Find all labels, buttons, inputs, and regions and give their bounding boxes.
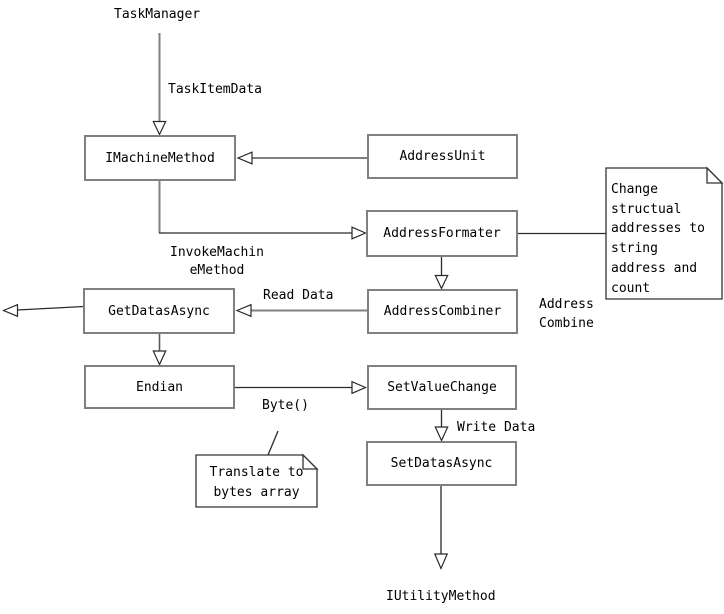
arrowhead-into-addresscombiner — [434, 274, 449, 290]
label-invokemachinemethod-line2: eMethod — [189, 263, 245, 278]
label-byte-call: Byte() — [262, 398, 309, 413]
arrowhead-into-endian — [152, 350, 167, 366]
arrowhead-into-getdatasasync — [235, 303, 252, 318]
note-line: bytes array — [213, 485, 300, 500]
note-translate-bytes-fold-icon — [302, 453, 319, 470]
arrowhead-into-setdatasasync — [434, 426, 449, 442]
node-setdatasasync: SetDatasAsync — [366, 441, 517, 486]
label-address-combine-line2: Combine — [539, 316, 594, 331]
node-setdatasasync-label: SetDatasAsync — [390, 456, 493, 471]
note-line: addresses to — [611, 221, 705, 237]
node-setvaluechange: SetValueChange — [367, 365, 517, 410]
note-line: string — [611, 241, 658, 257]
label-iutilitymethod: IUtilityMethod — [386, 589, 496, 604]
node-imachinemethod-label: IMachineMethod — [105, 150, 215, 166]
label-write-data: Write Data — [457, 420, 536, 435]
arrowhead-into-addressformater — [351, 226, 368, 240]
edge-note-to-byte-label — [267, 430, 279, 456]
label-read-data: Read Data — [263, 288, 334, 303]
arrowhead-into-imachinemethod-right — [236, 151, 253, 165]
note-line: Translate to — [209, 465, 304, 480]
node-getdatasasync: GetDatasAsync — [83, 288, 235, 334]
label-invokemachinemethod: InvokeMachin eMethod — [151, 244, 283, 280]
node-addresscombiner: AddressCombiner — [367, 289, 518, 334]
note-line: count — [611, 280, 651, 296]
node-endian-label: Endian — [136, 379, 183, 395]
node-imachinemethod: IMachineMethod — [84, 135, 236, 181]
note-line: address and — [611, 260, 698, 276]
note-change-structural-fold-icon — [706, 166, 724, 184]
node-addressformater-label: AddressFormater — [383, 226, 501, 241]
note-translate-bytes-shape — [195, 454, 318, 508]
label-taskitemdata: TaskItemData — [168, 82, 262, 97]
node-addressunit: AddressUnit — [367, 134, 518, 179]
note-change-structural-shape — [605, 167, 723, 300]
note-translate-bytes-text: Translate to bytes array — [196, 463, 317, 503]
note-change-structural-text: Change structual addresses to string add… — [611, 180, 721, 298]
node-setvaluechange-label: SetValueChange — [387, 380, 497, 395]
edge-getdatasasync-out-left — [16, 305, 85, 311]
note-line: structual — [611, 201, 682, 217]
node-addressformater: AddressFormater — [366, 210, 518, 257]
arrowhead-into-iutilitymethod — [433, 553, 449, 571]
node-getdatasasync-label: GetDatasAsync — [108, 303, 210, 319]
node-addressunit-label: AddressUnit — [399, 149, 486, 164]
arrowhead-getdatasasync-west — [1, 303, 19, 318]
label-address-combine: Address Combine — [539, 295, 594, 333]
node-addresscombiner-label: AddressCombiner — [383, 304, 502, 319]
label-invokemachinemethod-line1: InvokeMachin — [170, 245, 264, 260]
label-address-combine-line1: Address — [539, 297, 594, 312]
arrowhead-into-imachinemethod-top — [152, 120, 167, 136]
note-line: Change — [611, 182, 658, 197]
node-endian: Endian — [84, 365, 235, 409]
arrowhead-into-setvaluechange — [351, 380, 368, 395]
label-taskmanager: TaskManager — [114, 7, 201, 22]
